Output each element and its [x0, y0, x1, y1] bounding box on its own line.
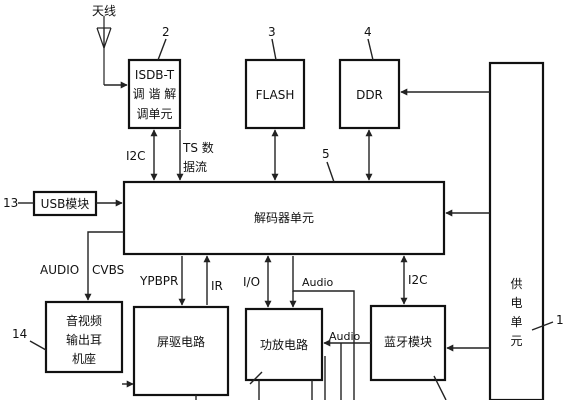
ddr-leader [367, 38, 374, 61]
tuner-block [127, 58, 182, 130]
power-number: 1 [556, 313, 564, 327]
ddr-label: DDR [356, 88, 383, 102]
tuner-label-line3: 调单元 [136, 107, 172, 121]
audio-jack-label-line3: 机座 [72, 351, 96, 366]
ts-data-label-line1: TS 数 [182, 140, 214, 155]
antenna-icon [96, 16, 128, 89]
audio-jack-label-line1: 音视频 [66, 313, 102, 328]
bt-antenna-leader [433, 375, 447, 400]
audio-amp-label: Audio [302, 276, 334, 289]
decoder-label: 解码器单元 [254, 211, 314, 225]
tuner-number: 2 [162, 25, 170, 39]
amp-leader [249, 371, 263, 385]
power-leader [531, 321, 554, 331]
decoder-number: 5 [322, 147, 330, 161]
tuner-label-line2: 调 谐 解 [133, 87, 177, 101]
usb-label: USB模块 [41, 197, 90, 211]
ddr-number: 4 [364, 25, 372, 39]
screen-driver-block [132, 305, 230, 397]
antenna-label: 天线 [92, 4, 116, 18]
audio-amp-link [292, 256, 355, 400]
screen-driver-label: 屏驱电路 [157, 334, 205, 349]
audio-jack-block [44, 300, 124, 374]
ddr-block [338, 58, 401, 130]
power-label-char2: 电 [510, 296, 522, 310]
ts-data-label-line2: 据流 [183, 160, 207, 174]
power-label-char3: 单 [510, 315, 522, 329]
amplifier-label: 功放电路 [260, 337, 308, 352]
decoder-leader [326, 161, 335, 183]
decoder-block [122, 180, 446, 256]
ypbpr-label: YPBPR [139, 274, 178, 288]
cvbs-signal-label: CVBS [92, 263, 124, 277]
bluetooth-block [369, 304, 447, 382]
flash-leader [271, 38, 277, 61]
audio-cvbs-link [84, 231, 124, 301]
ir-label: IR [211, 279, 223, 293]
power-block [488, 61, 545, 400]
power-label-char1: 供 [510, 277, 522, 291]
flash-number: 3 [268, 25, 276, 39]
tuner-leader [157, 38, 167, 61]
tuner-label-line1: ISDB-T [135, 68, 175, 82]
power-label-char4: 元 [510, 334, 522, 348]
io-label: I/O [243, 275, 260, 289]
audio-jack-number: 14 [12, 327, 27, 341]
audio-bt-label: Audio [329, 330, 361, 343]
i2c-tuner-label: I2C [126, 149, 146, 163]
i2c-bt-label: I2C [408, 273, 428, 287]
amplifier-block [244, 307, 324, 382]
bluetooth-label: 蓝牙模块 [384, 335, 432, 349]
flash-label: FLASH [256, 88, 295, 102]
audio-jack-leader [29, 340, 47, 351]
audio-jack-label-line2: 输出耳 [66, 332, 102, 347]
usb-number: 13 [3, 196, 18, 210]
audio-signal-label: AUDIO [40, 263, 79, 277]
flash-block [244, 58, 306, 130]
